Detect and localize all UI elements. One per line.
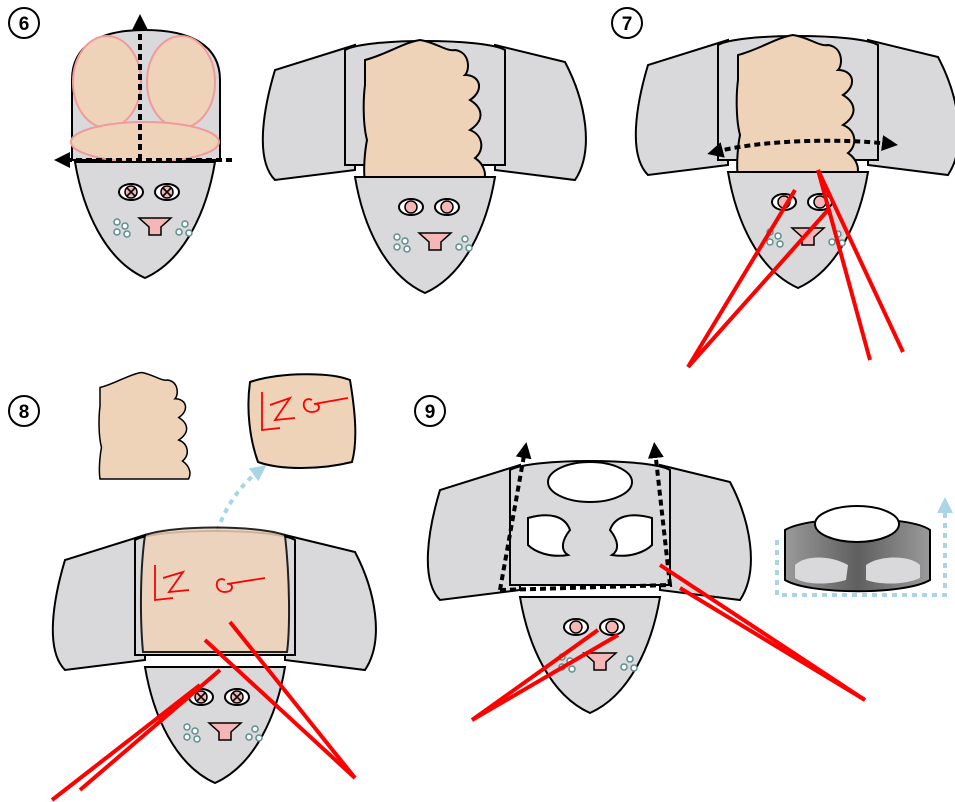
extracted-specimen	[785, 506, 930, 591]
step-7-group: 7	[612, 8, 955, 367]
step-9-group: 9	[415, 396, 945, 720]
step-9-label: 9	[425, 402, 436, 423]
step-6-open-view	[263, 40, 586, 293]
step-6-group: 6	[9, 8, 232, 278]
step-6-label: 6	[19, 14, 30, 35]
step-8-group: 8	[9, 373, 376, 801]
step-7-label: 7	[622, 14, 633, 35]
removed-tissue-square	[248, 374, 355, 468]
step-8-label: 8	[19, 402, 30, 423]
